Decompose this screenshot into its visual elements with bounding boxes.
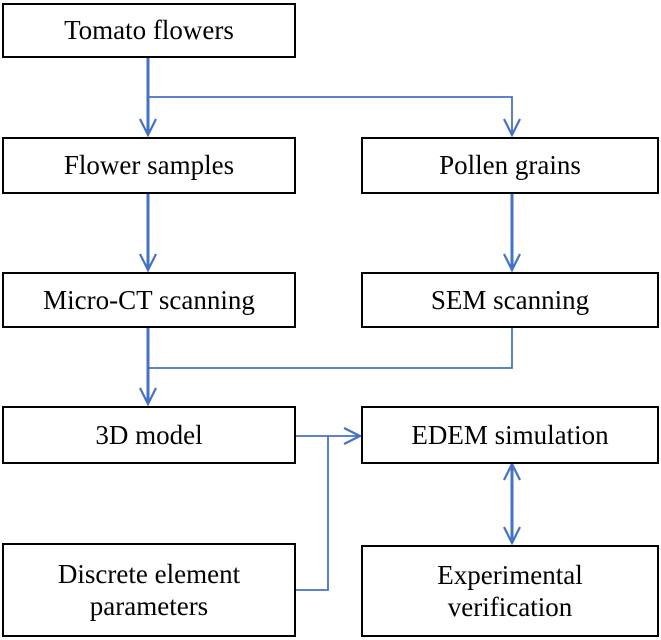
node-discrete-element-parameters: Discrete element parameters (2, 543, 296, 637)
node-3d-model: 3D model (2, 406, 296, 464)
node-label-line-1: Experimental (437, 559, 583, 590)
node-label-line-1: Discrete element (57, 558, 241, 589)
edge-sem-to-3d-model (148, 328, 513, 369)
node-pollen-grains: Pollen grains (361, 137, 659, 194)
node-label: EDEM simulation (411, 419, 609, 450)
node-tomato-flowers: Tomato flowers (2, 3, 296, 58)
node-label: 3D model (95, 419, 203, 450)
node-label: SEM scanning (430, 284, 590, 315)
edge-tomato-to-pollen-grains (148, 96, 512, 135)
node-label-line-2: parameters (89, 591, 209, 621)
node-micro-ct-scanning: Micro-CT scanning (2, 272, 296, 328)
node-flower-samples: Flower samples (2, 137, 296, 194)
node-edem-simulation: EDEM simulation (361, 406, 659, 464)
node-label: Tomato flowers (64, 15, 234, 46)
node-label: Pollen grains (439, 150, 581, 181)
node-label: Flower samples (63, 150, 235, 181)
node-label: Micro-CT scanning (43, 284, 255, 315)
node-sem-scanning: SEM scanning (361, 272, 659, 328)
edge-discrete-params-to-edem (296, 436, 329, 591)
node-label-line-2: verification (447, 592, 573, 622)
node-experimental-verification: Experimental verification (361, 545, 659, 637)
